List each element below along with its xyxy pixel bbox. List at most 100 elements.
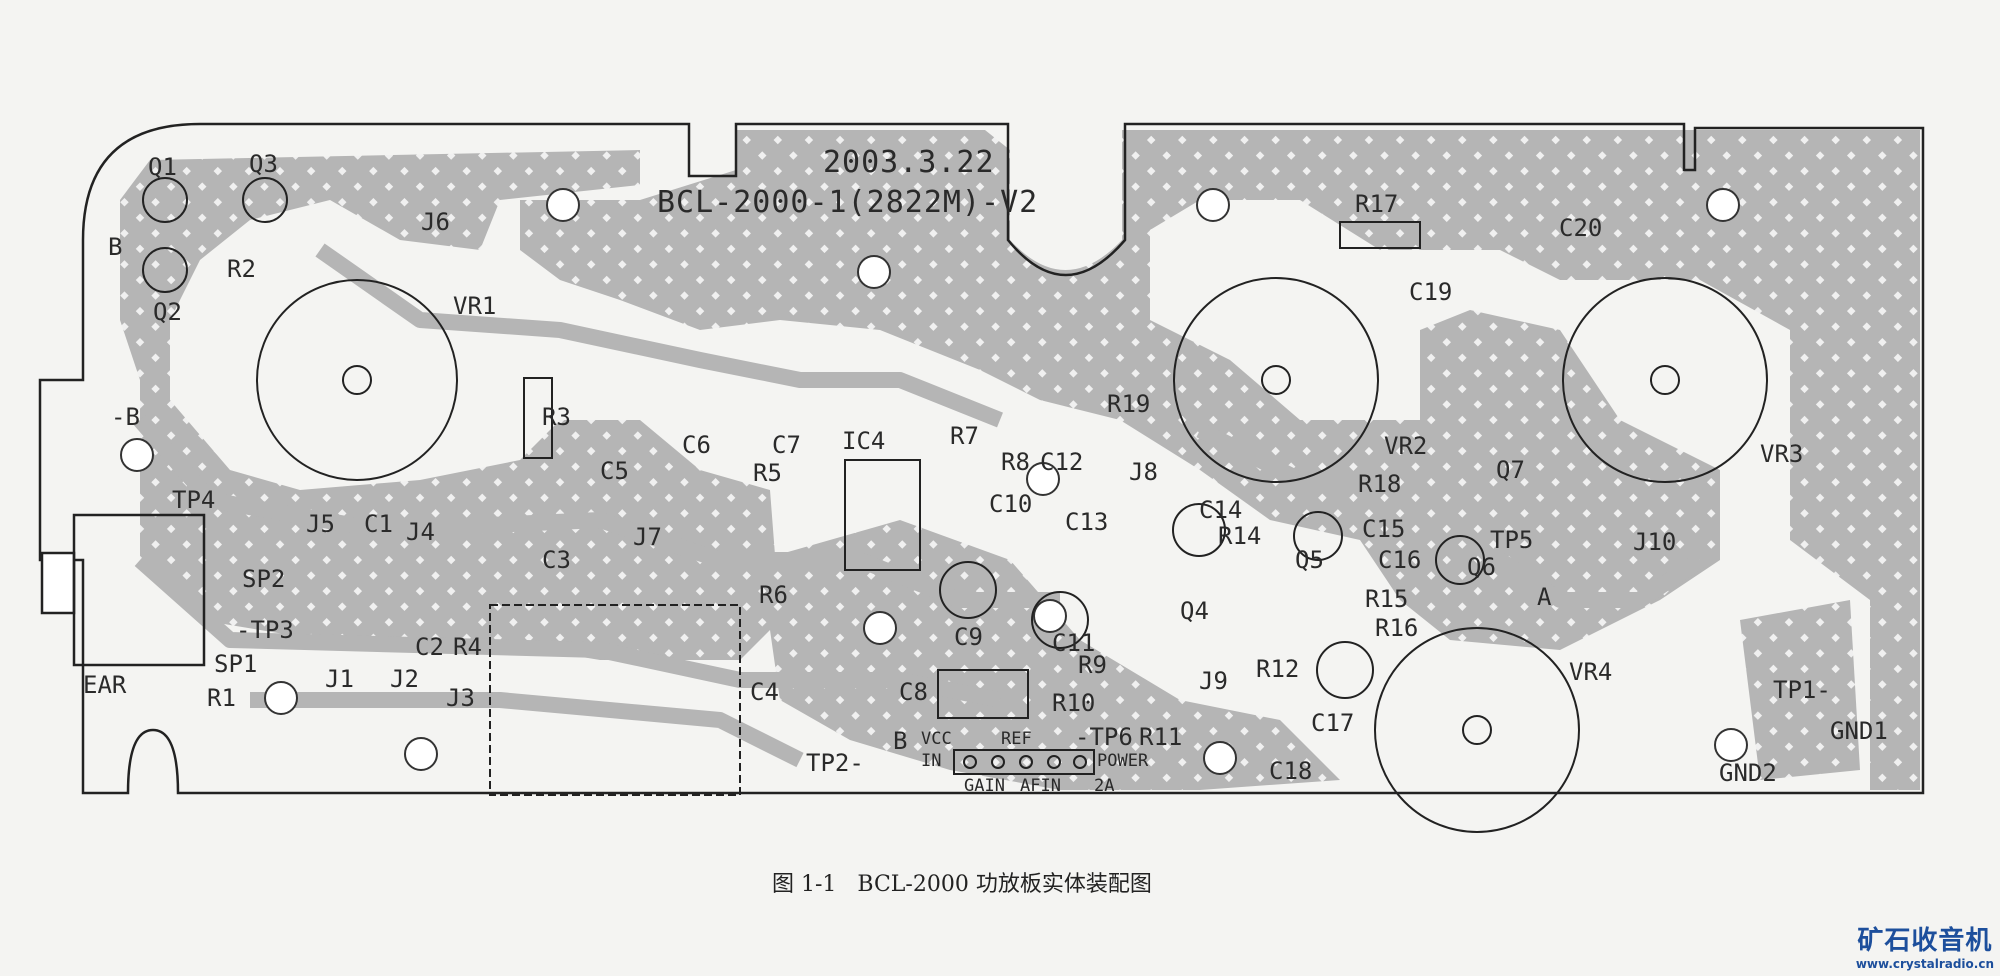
label-r10: R10 [1052, 689, 1095, 717]
label-gain: GAIN [964, 776, 1005, 796]
label-gnd2: GND2 [1719, 759, 1777, 787]
watermark-url: www.crystalradio.cn [1855, 957, 1994, 971]
label-j4: J4 [406, 518, 435, 546]
board-model: BCL-2000-1(2822M)-V2 [657, 185, 1038, 220]
label-tp5: TP5 [1490, 526, 1533, 554]
r3-body [523, 377, 553, 459]
label-tp1: TP1- [1773, 676, 1831, 704]
label-c3: C3 [542, 546, 571, 574]
vr4-outline [1374, 627, 1580, 833]
label-gnd1: GND1 [1830, 717, 1888, 745]
label-j10: J10 [1633, 528, 1676, 556]
label-power: POWER [1097, 751, 1149, 771]
components [142, 177, 1485, 796]
potentiometers [256, 277, 1768, 833]
vr1-outline [256, 279, 458, 481]
label-j7: J7 [633, 523, 662, 551]
board-outline [38, 122, 1925, 795]
c4-body [489, 604, 741, 796]
label-c11: C11 [1052, 629, 1095, 657]
label-r15: R15 [1365, 585, 1408, 613]
label-tp3: -TP3 [236, 616, 294, 644]
vr3-outline [1562, 277, 1768, 483]
label-j6: J6 [421, 208, 450, 236]
label-afin: AFIN [1020, 776, 1061, 796]
label-r1: R1 [207, 684, 236, 712]
label-r19: R19 [1107, 390, 1150, 418]
label-j2: J2 [390, 665, 419, 693]
label-q6: Q6 [1467, 553, 1496, 581]
c8-body [937, 669, 1029, 719]
label-c13: C13 [1065, 508, 1108, 536]
label-tp4: TP4 [172, 486, 215, 514]
figure-caption: 图 1-1 BCL-2000 功放板实体装配图 [772, 872, 1152, 897]
label-r11: R11 [1139, 723, 1182, 751]
watermark-title: 矿石收音机 [1857, 926, 1993, 956]
label-sp1: SP1 [214, 650, 257, 678]
label-ic4: IC4 [842, 427, 885, 455]
label-q2: Q2 [153, 298, 182, 326]
label-b: -B [111, 403, 140, 431]
label-r12: R12 [1256, 655, 1299, 683]
label-q7: Q7 [1496, 456, 1525, 484]
label-r14: R14 [1218, 522, 1261, 550]
label-vcc: VCC [921, 729, 952, 749]
label-r2: R2 [227, 255, 256, 283]
label-b: B [108, 233, 122, 261]
label-r16: R16 [1375, 614, 1418, 642]
label-vr3: VR3 [1760, 440, 1803, 468]
label-c9: C9 [954, 623, 983, 651]
vr2-outline [1173, 277, 1379, 483]
label-vr1: VR1 [453, 292, 496, 320]
label-2a: 2A [1094, 776, 1114, 796]
label-q4: Q4 [1180, 597, 1209, 625]
label-vr2: VR2 [1384, 432, 1427, 460]
label-c20: C20 [1559, 214, 1602, 242]
label-j8: J8 [1129, 458, 1158, 486]
board-date: 2003.3.22 [823, 145, 995, 180]
label-r9: R9 [1078, 651, 1107, 679]
label-tp6: -TP6 [1075, 723, 1133, 751]
label-r4: R4 [453, 633, 482, 661]
label-r17: R17 [1355, 190, 1398, 218]
label-j1: J1 [325, 665, 354, 693]
label-j3: J3 [446, 684, 475, 712]
label-tp2: TP2- [806, 749, 864, 777]
label-j5: J5 [306, 510, 335, 538]
label-r8: R8 [1001, 448, 1030, 476]
label-c12: C12 [1040, 448, 1083, 476]
label-c10: C10 [989, 490, 1032, 518]
label-c8: C8 [899, 678, 928, 706]
label-in: IN [921, 751, 941, 771]
ic4-body [844, 459, 921, 571]
label-r5: R5 [753, 459, 782, 487]
label-r6: R6 [759, 581, 788, 609]
label-c1: C1 [364, 510, 393, 538]
label-j9: J9 [1199, 667, 1228, 695]
label-r3: R3 [542, 403, 571, 431]
r17-body [1339, 221, 1421, 249]
label-q5: Q5 [1295, 546, 1324, 574]
label-b: B [893, 727, 907, 755]
label-r18: R18 [1358, 470, 1401, 498]
label-q3: Q3 [249, 150, 278, 178]
mounting-holes [120, 188, 1748, 775]
label-c19: C19 [1409, 278, 1452, 306]
label-c6: C6 [682, 431, 711, 459]
label-sp2: SP2 [242, 565, 285, 593]
label-c2: C2 [415, 633, 444, 661]
label-c7: C7 [772, 431, 801, 459]
label-c5: C5 [600, 457, 629, 485]
label-c16: C16 [1378, 546, 1421, 574]
label-c15: C15 [1362, 515, 1405, 543]
label-ear: EAR [83, 671, 127, 699]
label-q1: Q1 [148, 153, 177, 181]
label-vr4: VR4 [1569, 658, 1612, 686]
label-c4: C4 [750, 678, 779, 706]
label-c14: C14 [1199, 496, 1242, 524]
label-r7: R7 [950, 422, 979, 450]
label-c17: C17 [1311, 709, 1354, 737]
header-connector [953, 749, 1095, 775]
